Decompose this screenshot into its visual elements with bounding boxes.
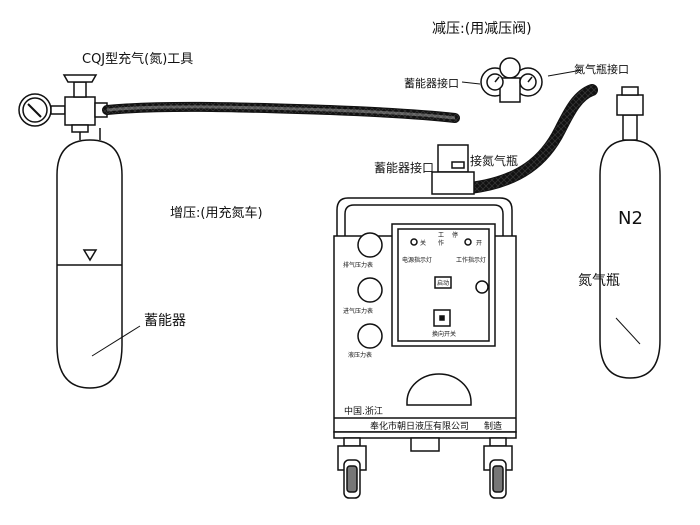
lamp-2-label: 工作指示灯 bbox=[456, 256, 486, 264]
charging-cart bbox=[333, 144, 517, 439]
origin-text: 中国.浙江 bbox=[344, 405, 383, 417]
reducing-valve bbox=[461, 57, 583, 103]
connect-n2-label: 接氮气瓶 bbox=[470, 153, 518, 168]
switch-pos-d: 停 bbox=[452, 231, 458, 239]
gauge-1-label: 排气压力表 bbox=[343, 261, 373, 269]
switch-pos-e: 开 bbox=[476, 240, 482, 247]
n2-bottle-label: 氮气瓶 bbox=[578, 273, 620, 289]
cqj-tool-label: CQJ型充气(氮)工具 bbox=[82, 51, 193, 67]
switch-pos-b: 工 bbox=[438, 232, 444, 239]
accumulator-label: 蓄能器 bbox=[144, 313, 186, 329]
gauge-3-label: 液压力表 bbox=[348, 351, 372, 359]
n2-port-label: 氮气瓶接口 bbox=[574, 62, 629, 76]
start-button-label: 启动 bbox=[437, 279, 449, 287]
cqj-charging-tool bbox=[18, 74, 108, 133]
reverse-switch-label: 换向开关 bbox=[432, 330, 456, 338]
hose-top bbox=[102, 101, 460, 123]
accumulator-port-top-label: 蓄能器接口 bbox=[404, 76, 459, 90]
maker-text: 奉化市朝日液压有限公司 bbox=[370, 420, 469, 432]
switch-pos-c: 作 bbox=[438, 239, 444, 247]
accumulator bbox=[56, 128, 141, 389]
nitrogen-bottle bbox=[599, 86, 661, 379]
boost-title: 增压:(用充氮车) bbox=[170, 205, 263, 221]
accumulator-port-mid-label: 蓄能器接口 bbox=[374, 160, 434, 175]
cart-wheels bbox=[337, 437, 513, 499]
reduce-title: 减压:(用减压阀) bbox=[432, 21, 532, 37]
gauge-2-label: 进气压力表 bbox=[343, 307, 373, 315]
switch-pos-a: 关 bbox=[420, 239, 426, 247]
hose-middle bbox=[464, 84, 598, 194]
made-text: 制造 bbox=[484, 420, 502, 432]
lamp-1-label: 电源指示灯 bbox=[402, 256, 432, 264]
n2-mark: N2 bbox=[618, 208, 643, 229]
